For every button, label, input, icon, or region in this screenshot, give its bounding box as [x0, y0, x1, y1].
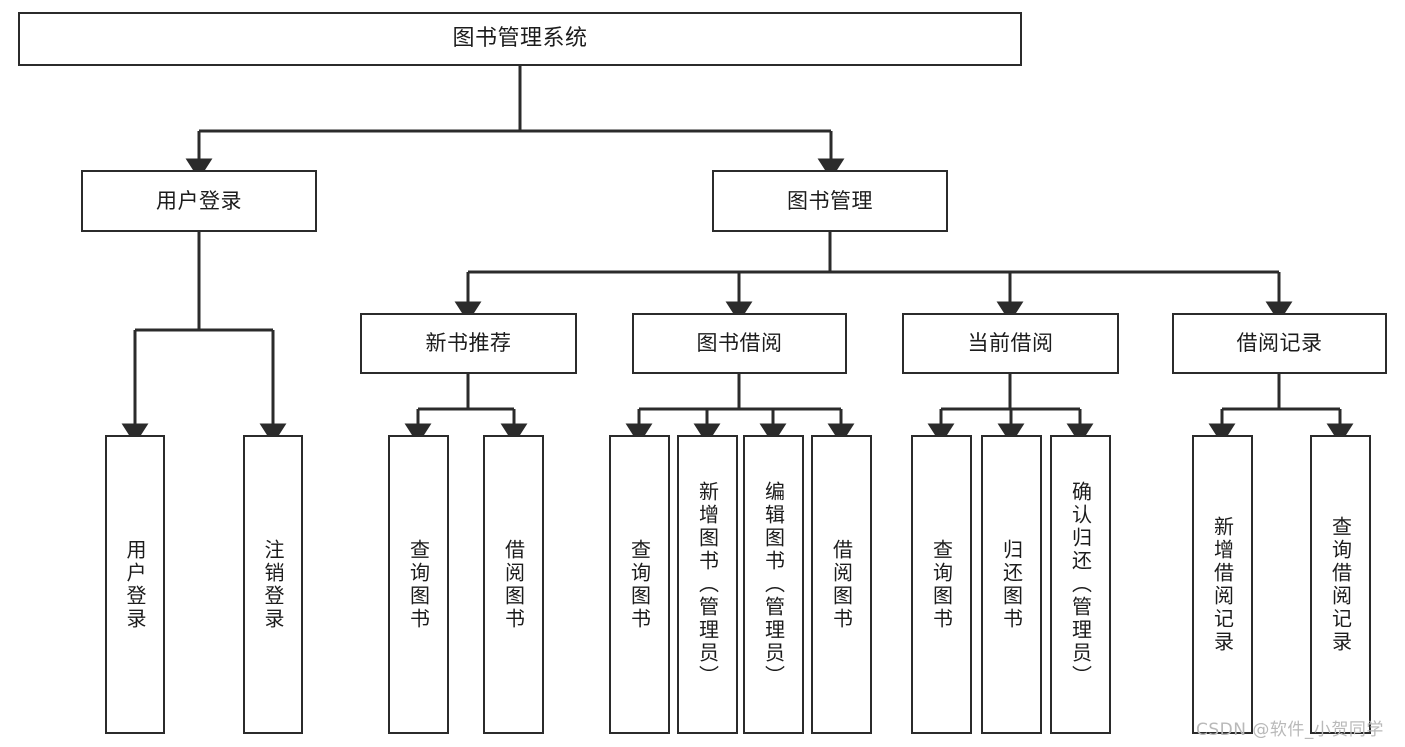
node-current-borrow[interactable]: 当前借阅 — [902, 313, 1119, 374]
node-leaf-query-book-borrow[interactable]: 查询图书 — [609, 435, 670, 734]
node-user-login-label: 用户登录 — [156, 188, 242, 213]
node-leaf-logout-label: 注销登录 — [261, 538, 285, 631]
node-leaf-edit-book-label: 编辑图书（管理员） — [761, 481, 786, 688]
node-leaf-edit-book[interactable]: 编辑图书（管理员） — [743, 435, 804, 734]
csdn-watermark: CSDN @软件_小贺同学 — [1196, 720, 1384, 740]
node-borrow-record[interactable]: 借阅记录 — [1172, 313, 1387, 374]
node-leaf-borrow-book-rec-label: 借阅图书 — [501, 538, 526, 631]
node-leaf-add-record-label: 新增借阅记录 — [1210, 515, 1235, 654]
node-root[interactable]: 图书管理系统 — [18, 12, 1022, 66]
node-leaf-query-book-cur[interactable]: 查询图书 — [911, 435, 972, 734]
node-leaf-add-record[interactable]: 新增借阅记录 — [1192, 435, 1253, 734]
node-new-book-rec-label: 新书推荐 — [425, 331, 512, 356]
node-new-book-rec[interactable]: 新书推荐 — [360, 313, 577, 374]
node-leaf-add-book[interactable]: 新增图书（管理员） — [677, 435, 738, 734]
node-leaf-query-book-rec-label: 查询图书 — [406, 538, 431, 631]
node-leaf-borrow-book-label: 借阅图书 — [829, 538, 854, 631]
node-leaf-query-book-cur-label: 查询图书 — [929, 538, 954, 631]
node-current-borrow-label: 当前借阅 — [967, 331, 1054, 356]
node-leaf-confirm-return[interactable]: 确认归还（管理员） — [1050, 435, 1111, 734]
node-user-login[interactable]: 用户登录 — [81, 170, 317, 232]
node-leaf-user-login[interactable]: 用户登录 — [105, 435, 165, 734]
node-root-label: 图书管理系统 — [452, 26, 588, 52]
node-leaf-confirm-return-label: 确认归还（管理员） — [1068, 481, 1093, 688]
node-leaf-query-record[interactable]: 查询借阅记录 — [1310, 435, 1371, 734]
node-leaf-query-book-rec[interactable]: 查询图书 — [388, 435, 449, 734]
node-borrow-record-label: 借阅记录 — [1236, 331, 1323, 356]
node-leaf-return-book-label: 归还图书 — [999, 538, 1024, 631]
node-leaf-borrow-book[interactable]: 借阅图书 — [811, 435, 872, 734]
node-leaf-query-record-label: 查询借阅记录 — [1328, 515, 1353, 654]
node-leaf-return-book[interactable]: 归还图书 — [981, 435, 1042, 734]
node-leaf-add-book-label: 新增图书（管理员） — [695, 481, 720, 688]
node-leaf-query-book-borrow-label: 查询图书 — [627, 538, 652, 631]
node-leaf-user-login-label: 用户登录 — [123, 538, 147, 631]
node-book-manage[interactable]: 图书管理 — [712, 170, 948, 232]
node-leaf-logout[interactable]: 注销登录 — [243, 435, 303, 734]
node-book-borrow[interactable]: 图书借阅 — [632, 313, 847, 374]
node-book-manage-label: 图书管理 — [787, 188, 873, 213]
node-book-borrow-label: 图书借阅 — [696, 331, 783, 356]
node-leaf-borrow-book-rec[interactable]: 借阅图书 — [483, 435, 544, 734]
